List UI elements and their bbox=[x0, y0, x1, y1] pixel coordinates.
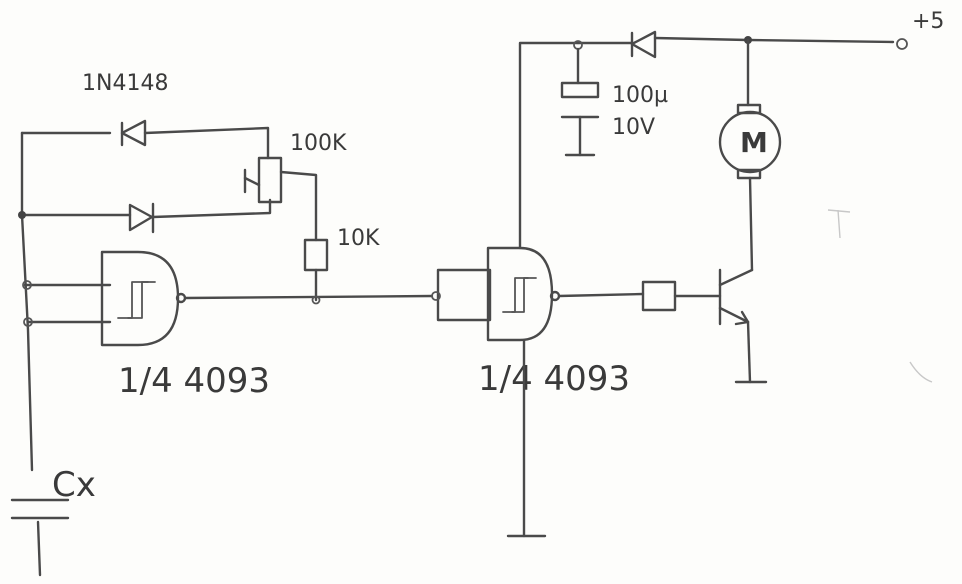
junction-dots-left bbox=[18, 211, 33, 327]
diode-label: 1N4148 bbox=[82, 71, 168, 96]
dc-motor bbox=[718, 38, 782, 272]
npn-transistor bbox=[641, 268, 768, 384]
gate1-nand-schmitt bbox=[100, 250, 434, 347]
cap-voltage-label: 10V bbox=[612, 115, 655, 140]
supply-label: +5 bbox=[912, 9, 944, 34]
left-bus-wires bbox=[20, 131, 132, 577]
pot-label: 100K bbox=[290, 131, 347, 156]
motor-label: M bbox=[740, 126, 768, 159]
timing-capacitor bbox=[10, 498, 70, 520]
electrolytic-capacitor bbox=[560, 47, 600, 157]
cap-value-label: 100µ bbox=[612, 83, 668, 108]
resistor-10k bbox=[303, 238, 329, 302]
gate1-label: 1/4 4093 bbox=[118, 361, 270, 401]
gate2-input-wires bbox=[431, 268, 492, 322]
diode-lower bbox=[128, 198, 272, 234]
potentiometer-100k bbox=[243, 156, 318, 242]
supply-rail bbox=[573, 30, 908, 59]
resistor-label: 10K bbox=[337, 226, 380, 251]
timing-cap-label: Cx bbox=[52, 465, 96, 505]
gate2-label: 1/4 4093 bbox=[478, 359, 630, 399]
gate2-nand-schmitt bbox=[486, 246, 645, 342]
stray-pencil-marks bbox=[827, 209, 933, 383]
gate2-power-wires bbox=[506, 41, 580, 538]
diode-1n4148 bbox=[120, 119, 270, 160]
